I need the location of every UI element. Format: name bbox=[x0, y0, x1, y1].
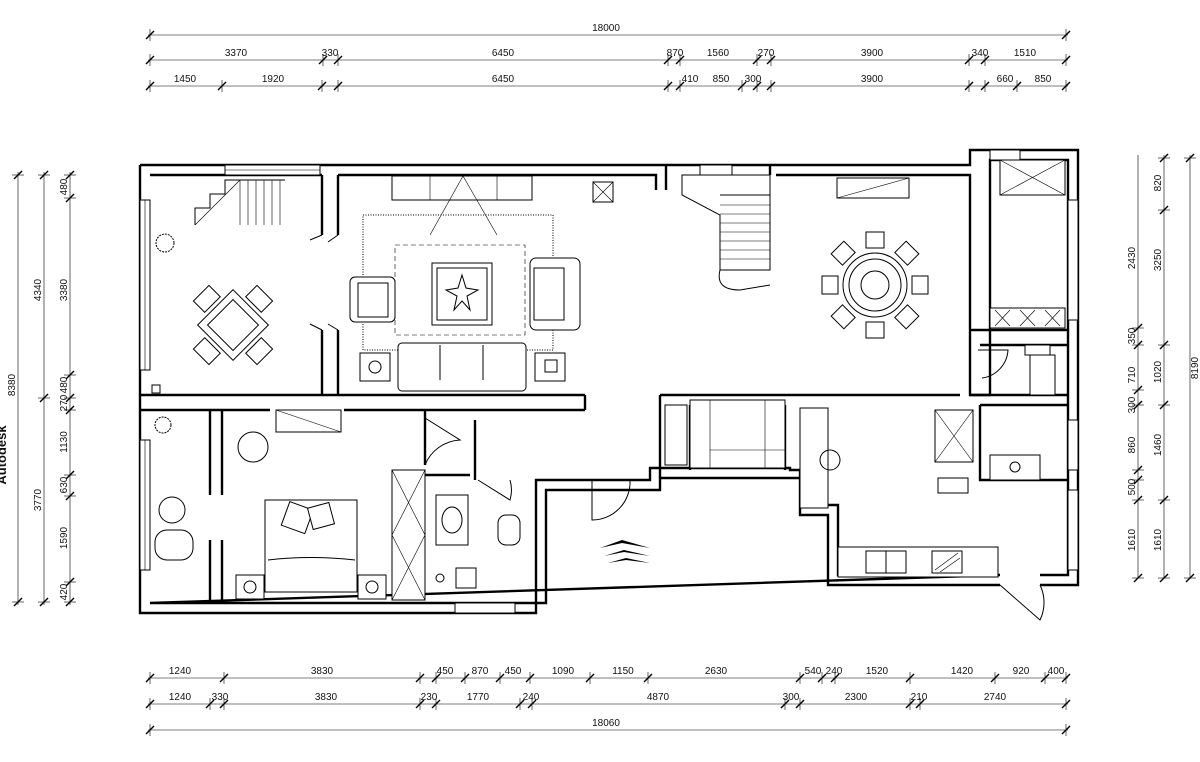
bottom-overall-dimension: 18060 bbox=[592, 718, 620, 729]
right-major-dim-2: 3250 bbox=[1153, 248, 1164, 271]
bottom-dim-2-10: 210 bbox=[911, 692, 928, 703]
bottom-dim-2-9: 2300 bbox=[845, 692, 868, 703]
top-dim-2-3: 6450 bbox=[492, 74, 515, 85]
entry-arrow-icon bbox=[600, 540, 650, 563]
bottom-dim-1-8: 2630 bbox=[705, 666, 728, 677]
bottom-dim-2-1: 1240 bbox=[169, 692, 192, 703]
dining-chair bbox=[911, 275, 929, 295]
right-minor-dim-3: 710 bbox=[1127, 366, 1138, 383]
top-dim-2-2: 1920 bbox=[262, 74, 285, 85]
top-dim-2-8: 660 bbox=[997, 74, 1014, 85]
bottom-dim-1-3: 450 bbox=[437, 666, 454, 677]
bottom-dim-1-13: 920 bbox=[1013, 666, 1030, 677]
dining-chair bbox=[894, 240, 920, 266]
top-dim-1-4: 870 bbox=[667, 48, 684, 59]
left-minor-dim-4: 270 bbox=[59, 394, 70, 411]
autodesk-watermark: Autodesk bbox=[0, 425, 9, 485]
bottom-dim-1-2: 3830 bbox=[311, 666, 334, 677]
bottom-dim-2-8: 300 bbox=[783, 692, 800, 703]
top-dim-2-4: 410 bbox=[682, 74, 699, 85]
left-minor-dim-6: 630 bbox=[59, 476, 70, 493]
bottom-dim-1-12: 1420 bbox=[951, 666, 974, 677]
bottom-dim-2-7: 4870 bbox=[647, 692, 670, 703]
top-dim-1-1: 3370 bbox=[225, 48, 248, 59]
top-dim-2-7: 3900 bbox=[861, 74, 884, 85]
bottom-dim-2-4: 230 bbox=[421, 692, 438, 703]
right-major-dim-5: 1610 bbox=[1153, 528, 1164, 551]
right-minor-dim-6: 500 bbox=[1127, 478, 1138, 495]
bottom-dim-1-7: 1150 bbox=[612, 666, 634, 677]
bottom-dim-2-6: 240 bbox=[523, 692, 540, 703]
top-dim-1-5: 1560 bbox=[707, 48, 730, 59]
top-dim-1-6: 270 bbox=[758, 48, 775, 59]
bottom-dim-1-1: 1240 bbox=[169, 666, 192, 677]
stair-central bbox=[681, 174, 771, 291]
bedroom-furniture bbox=[235, 409, 426, 601]
left-minor-dim-8: 420 bbox=[59, 583, 70, 600]
bottom-dim-2-2: 330 bbox=[212, 692, 229, 703]
right-overall-dimension: 8190 bbox=[1190, 356, 1200, 379]
top-dim-2-6: 300 bbox=[745, 74, 762, 85]
right-minor-dim-2: 350 bbox=[1127, 327, 1138, 344]
dining-chair bbox=[894, 304, 920, 330]
dining-area bbox=[821, 177, 929, 339]
top-dim-1-8: 340 bbox=[972, 48, 989, 59]
door-swings bbox=[309, 234, 1045, 621]
top-dim-1-2: 330 bbox=[322, 48, 339, 59]
top-dimension-chain: 18000 3370 330 6450 870 1560 270 3900 34… bbox=[145, 23, 1071, 92]
dining-chair bbox=[865, 321, 885, 339]
right-major-dim-1: 820 bbox=[1153, 174, 1164, 191]
right-dimension-chain: 8190 820 3250 1020 1460 1610 2430 350 71… bbox=[1127, 153, 1200, 583]
study-room-furniture bbox=[151, 233, 274, 394]
living-room-furniture bbox=[349, 175, 614, 392]
left-major-dim-2: 3770 bbox=[33, 488, 44, 511]
top-dim-2-1: 1450 bbox=[174, 74, 197, 85]
top-dim-2-9: 850 bbox=[1035, 74, 1052, 85]
bottom-dim-1-11: 1520 bbox=[866, 666, 889, 677]
right-minor-dim-7: 1610 bbox=[1127, 528, 1138, 551]
top-dim-1-7: 3900 bbox=[861, 48, 884, 59]
bottom-dim-2-11: 2740 bbox=[984, 692, 1007, 703]
kitchen-fixtures bbox=[664, 399, 999, 578]
left-minor-dim-1: 480 bbox=[59, 178, 70, 195]
left-dimension-chain: 8380 4340 3770 480 3380 480 270 1130 630… bbox=[0, 170, 76, 607]
stair-upper-left bbox=[194, 179, 285, 226]
top-dim-2-5: 850 bbox=[713, 74, 730, 85]
top-overall-dimension: 18000 bbox=[592, 23, 620, 34]
right-minor-dim-4: 300 bbox=[1127, 396, 1138, 413]
bottom-dim-1-6: 1090 bbox=[552, 666, 575, 677]
top-dim-1-3: 6450 bbox=[492, 48, 515, 59]
left-minor-dim-7: 1590 bbox=[59, 526, 70, 549]
bottom-dim-2-5: 1770 bbox=[467, 692, 490, 703]
bottom-dimension-chain: 1240 3830 450 870 450 1090 1150 2630 540… bbox=[145, 666, 1071, 736]
right-minor-dim-1: 2430 bbox=[1127, 246, 1138, 269]
left-minor-dim-3: 480 bbox=[59, 376, 70, 393]
left-minor-dim-2: 3380 bbox=[59, 278, 70, 301]
windows bbox=[139, 149, 1079, 614]
dining-chair bbox=[830, 304, 856, 330]
balcony-furniture bbox=[154, 416, 194, 561]
dining-chair bbox=[830, 240, 856, 266]
left-overall-dimension: 8380 bbox=[7, 373, 18, 396]
bottom-dim-1-14: 400 bbox=[1048, 666, 1065, 677]
left-minor-dim-5: 1130 bbox=[59, 431, 70, 453]
bottom-dim-1-9: 540 bbox=[805, 666, 822, 677]
bathroom-fixtures bbox=[435, 494, 521, 589]
bottom-dim-1-10: 240 bbox=[826, 666, 843, 677]
left-major-dim-1: 4340 bbox=[33, 278, 44, 301]
dining-chair bbox=[865, 231, 885, 249]
top-dim-1-9: 1510 bbox=[1014, 48, 1037, 59]
bottom-dim-1-4: 870 bbox=[472, 666, 489, 677]
bottom-dim-1-5: 450 bbox=[505, 666, 522, 677]
right-minor-dim-5: 860 bbox=[1127, 436, 1138, 453]
dining-chair bbox=[821, 275, 839, 295]
bottom-dim-2-3: 3830 bbox=[315, 692, 338, 703]
right-major-dim-4: 1460 bbox=[1153, 433, 1164, 456]
right-rooms-fixtures bbox=[989, 159, 1066, 481]
right-major-dim-3: 1020 bbox=[1153, 360, 1164, 383]
